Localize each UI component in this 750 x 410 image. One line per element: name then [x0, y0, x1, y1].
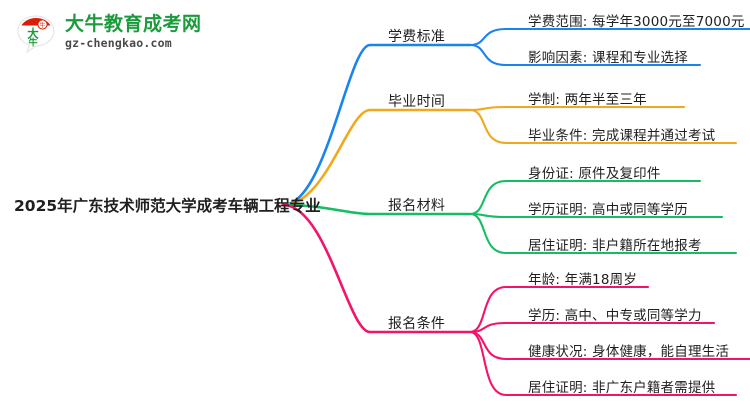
branch-trunk-0 [281, 43, 472, 207]
site-logo: 牛 大 牛 大牛教育成考网 gz-chengkao.com [14, 8, 204, 56]
leaf-edge-3-1 [468, 321, 716, 334]
mindmap-leaf-4-3[interactable]: 健康状况: 身体健康，能自理生活 [528, 344, 730, 360]
logo-text: 大牛教育成考网 gz-chengkao.com [65, 12, 202, 50]
mindmap-branch-2[interactable]: 毕业时间 [388, 94, 446, 110]
mindmap-leaf-3-3[interactable]: 居住证明: 非户籍所在地报考 [528, 238, 702, 254]
mindmap-leaf-4-4[interactable]: 居住证明: 非广东户籍者需提供 [528, 380, 716, 396]
mindmap-leaf-3-1[interactable]: 身份证: 原件及复印件 [528, 166, 661, 182]
mindmap-leaf-4-2[interactable]: 学历: 高中、中专或同等学力 [528, 308, 702, 324]
mindmap-leaf-3-2[interactable]: 学历证明: 高中或同等学历 [528, 202, 688, 218]
mindmap-leaf-4-1[interactable]: 年龄: 年满18周岁 [528, 272, 638, 288]
svg-text:牛: 牛 [28, 37, 37, 49]
da-niu-speech-bubble-logo-icon: 牛 大 牛 [14, 10, 58, 54]
mindmap-leaf-1-1[interactable]: 学费范围: 每学年3000元至7000元 [528, 14, 745, 30]
leaf-edge-0-0 [468, 27, 750, 47]
mindmap-branch-4[interactable]: 报名条件 [388, 316, 446, 332]
logo-title: 大牛教育成考网 [65, 12, 202, 35]
mindmap-branch-1[interactable]: 学费标准 [388, 29, 446, 45]
branch-trunk-1 [281, 108, 472, 207]
mindmap-leaf-1-2[interactable]: 影响因素: 课程和专业选择 [528, 50, 688, 66]
svg-text:牛: 牛 [39, 22, 45, 30]
svg-text:大: 大 [27, 27, 39, 41]
mindmap-leaf-2-1[interactable]: 学制: 两年半至三年 [528, 92, 647, 108]
mindmap-leaf-2-2[interactable]: 毕业条件: 完成课程并通过考试 [528, 128, 716, 144]
logo-subtitle: gz-chengkao.com [65, 35, 172, 50]
mindmap-branch-3[interactable]: 报名材料 [388, 198, 446, 214]
mindmap-root-node[interactable]: 2025年广东技术师范大学成考车辆工程专业 [14, 197, 321, 215]
